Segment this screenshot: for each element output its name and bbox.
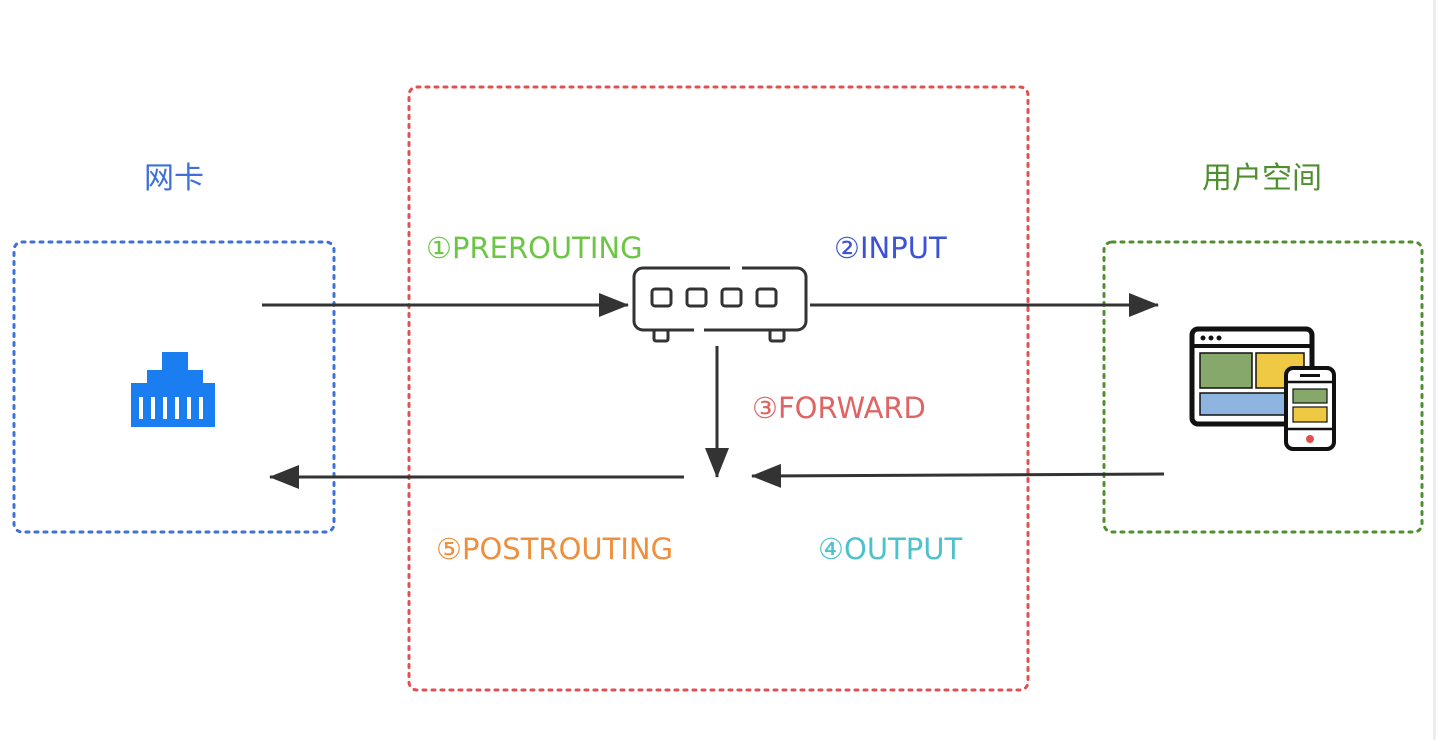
userspace-caption: 用户空间 [1202, 161, 1322, 196]
userspace-region-box [1102, 240, 1424, 534]
nic-caption: 网卡 [144, 161, 204, 196]
ethernet-port-icon [131, 352, 215, 427]
arrow-userspace-to-output [751, 463, 1165, 488]
browser-and-phone-icon [1189, 326, 1336, 451]
nic-region-box [12, 240, 336, 534]
prerouting-label: ①PREROUTING [426, 231, 643, 265]
forward-label: ③FORWARD [752, 391, 926, 425]
postrouting-label: ⑤POSTROUTING [436, 532, 673, 566]
kernel-region-box [407, 85, 1030, 692]
input-label: ②INPUT [834, 231, 947, 265]
output-label: ④OUTPUT [818, 532, 962, 566]
scrollbar-track[interactable] [1433, 0, 1436, 740]
network-switch-icon [632, 266, 808, 343]
